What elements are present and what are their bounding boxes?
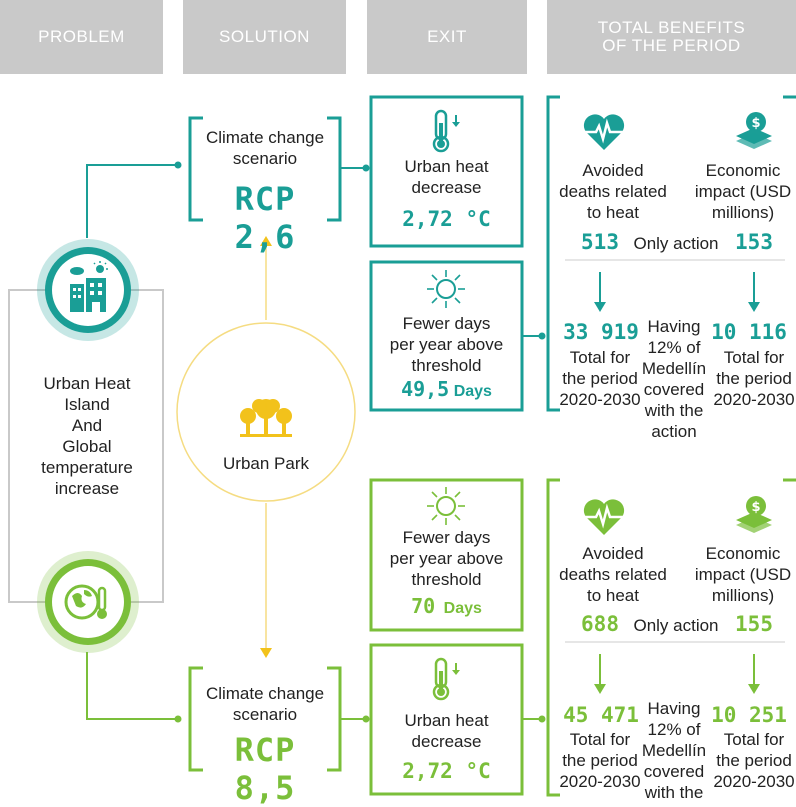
thermometer-icon: [428, 657, 464, 701]
econ-only-action-b: 155: [735, 612, 773, 636]
econ-only-action-a: 153: [735, 230, 773, 254]
global-temperature-icon: [36, 550, 140, 654]
bracket-benefits-bottom: [546, 478, 560, 797]
heat-decrease-value-b: 2,72 °C: [402, 759, 491, 783]
heart-pulse-icon: [582, 497, 626, 537]
scenario-b-code: RCP 8,5: [234, 731, 296, 807]
scenario-a-code: RCP 2,6: [234, 180, 296, 256]
deaths-total-b: 45 471: [563, 703, 639, 727]
header-problem: PROBLEM: [0, 0, 163, 74]
deaths-only-action-a: 513: [581, 230, 619, 254]
heat-decrease-value-a: 2,72 °C: [402, 207, 491, 231]
deaths-total-a: 33 919: [563, 320, 639, 344]
urban-park-label: Urban Park: [223, 454, 309, 473]
box-days-bottom: [369, 478, 524, 632]
urban-heat-island-icon: [36, 238, 140, 342]
urban-park-trees-icon: [236, 396, 296, 440]
heart-pulse-icon: [582, 112, 626, 152]
sun-icon: [425, 268, 467, 310]
bracket-rcp26-left: [188, 116, 203, 222]
bracket-rcp85-left: [188, 666, 203, 772]
money-stack-icon: $: [732, 492, 776, 536]
fewer-days-value-a: 49,5 Days: [401, 377, 492, 401]
econ-total-b: 10 251: [711, 703, 787, 727]
box-heat-top: [369, 95, 524, 248]
only-action-label-a: Only action: [633, 234, 719, 253]
green-connector: [86, 652, 178, 720]
sun-icon: [425, 485, 467, 527]
deaths-only-action-b: 688: [581, 612, 619, 636]
urban-park-circle: [176, 322, 356, 502]
bracket-benefits-top: [546, 95, 560, 412]
only-action-label-b: Only action: [633, 616, 719, 635]
money-stack-icon: $: [732, 108, 776, 152]
svg-text:$: $: [751, 116, 760, 131]
svg-text:$: $: [751, 500, 760, 515]
thermometer-icon: [428, 109, 464, 153]
fewer-days-value-b: 70 Days: [411, 594, 482, 618]
econ-total-a: 10 116: [711, 320, 787, 344]
header-solution: SOLUTION: [183, 0, 346, 74]
teal-connector: [86, 164, 178, 238]
header-exit: EXIT: [367, 0, 527, 74]
